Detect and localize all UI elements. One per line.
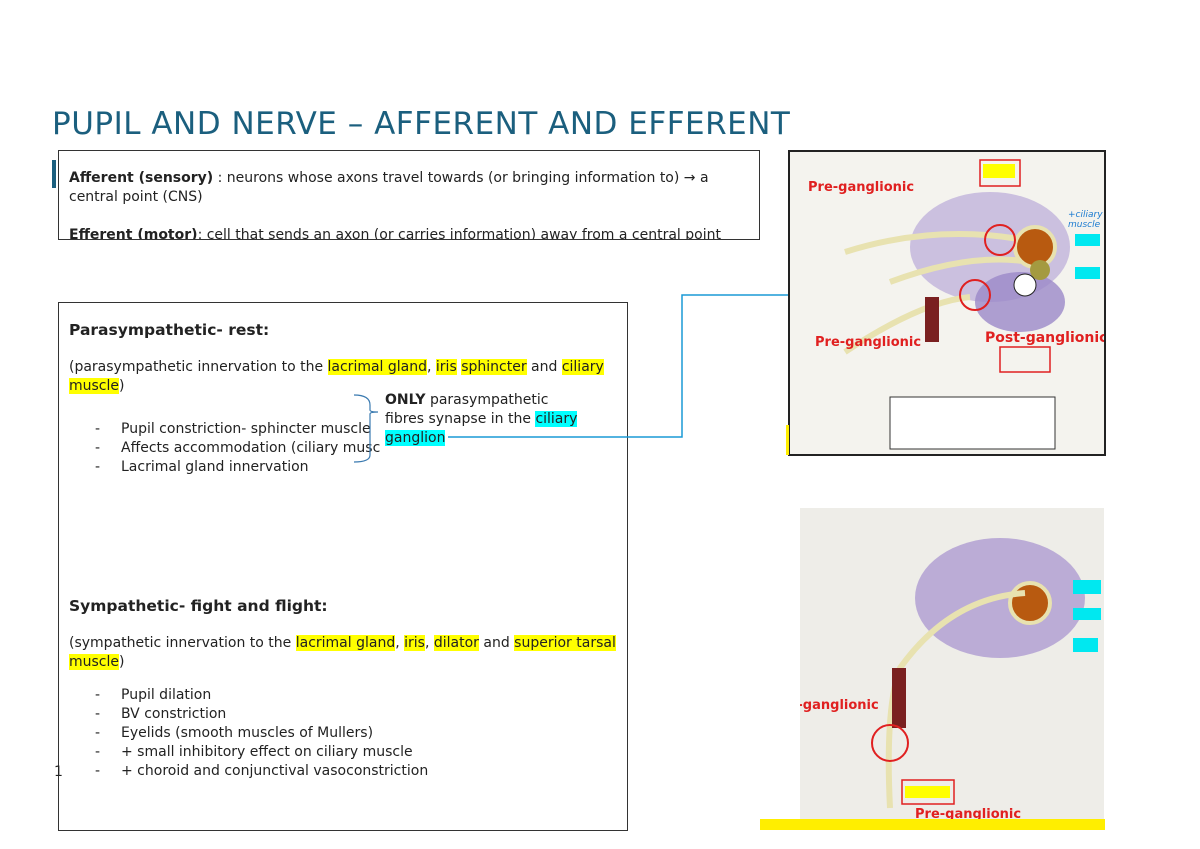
efferent-term: Efferent (motor)	[69, 227, 198, 240]
highlight: dilator	[433, 635, 479, 651]
text: )	[119, 378, 125, 394]
figure-label: Pre-ganglionic	[808, 180, 915, 195]
list-item: Pupil dilation	[69, 686, 617, 705]
list-item: Pupil constriction- sphincter muscle	[69, 420, 617, 439]
highlight: sphincter	[461, 359, 527, 375]
list-item: + small inhibitory effect on ciliary mus…	[69, 743, 617, 762]
sympathetic-pathway-figure: Post-ganglionic Pre-ganglionic	[800, 508, 1104, 830]
note-text: parasympathetic fibres synapse in the	[385, 392, 549, 427]
list-item: Eyelids (smooth muscles of Mullers)	[69, 724, 617, 743]
highlight-strip	[786, 425, 789, 455]
definitions-textbox: Afferent (sensory) : neurons whose axons…	[58, 150, 760, 240]
title-accent-bar	[52, 160, 56, 188]
figure-drawing	[871, 538, 1101, 809]
text: )	[119, 654, 125, 670]
efferent-text: : cell that sends an axon (or carries in…	[197, 227, 721, 240]
ciliary-ganglion-note: ONLY parasympathetic fibres synapse in t…	[385, 391, 585, 448]
brace	[353, 394, 379, 463]
page-title: PUPIL AND NERVE – AFFERENT AND EFFERENT	[52, 106, 791, 142]
sympathetic-heading: Sympathetic- fight and flight:	[69, 597, 328, 615]
list-item: Lacrimal gland innervation	[69, 458, 617, 477]
handwritten-note: +ciliary muscle	[1068, 210, 1103, 230]
parasympathetic-list: Pupil constriction- sphincter muscle Aff…	[69, 420, 617, 477]
text: and	[478, 635, 515, 651]
list-item: BV constriction	[69, 705, 617, 724]
parasympathetic-intro: (parasympathetic innervation to the lacr…	[69, 358, 617, 396]
autonomic-textbox: Parasympathetic- rest: (parasympathetic …	[58, 302, 628, 831]
highlight: iris	[404, 635, 425, 651]
highlight: lacrimal gland	[327, 359, 427, 375]
afferent-text: : neurons whose axons travel towards (or…	[69, 170, 709, 205]
sympathetic-intro: (sympathetic innervation to the lacrimal…	[69, 634, 617, 672]
page-number: 1	[54, 764, 63, 780]
figure-label: Pre-ganglionic	[915, 807, 1022, 822]
text: ,	[427, 359, 436, 375]
figure-label: Post-ganglionic	[985, 330, 1106, 346]
figure-label: Post-ganglionic	[800, 698, 879, 713]
list-item: + choroid and conjunctival vasoconstrict…	[69, 762, 617, 781]
note-bold: ONLY	[385, 392, 426, 408]
sympathetic-list: Pupil dilation BV constriction Eyelids (…	[69, 686, 617, 781]
afferent-definition: Afferent (sensory) : neurons whose axons…	[69, 169, 749, 207]
text: ,	[424, 635, 434, 651]
text: and	[526, 359, 562, 375]
text: (sympathetic innervation to the	[69, 635, 296, 651]
parasympathetic-heading: Parasympathetic- rest:	[69, 321, 270, 339]
text: ,	[395, 635, 405, 651]
figure-label: Pre-ganglionic	[815, 335, 922, 350]
text: (parasympathetic innervation to the	[69, 359, 328, 375]
parasympathetic-pathway-figure: Pre-ganglionic Post-ganglionic Pre-gangl…	[788, 150, 1106, 456]
list-item: Affects accommodation (ciliary musc	[69, 439, 617, 458]
highlight-strip	[760, 819, 1105, 830]
highlight: lacrimal gland	[295, 635, 396, 651]
highlight: iris	[435, 359, 457, 375]
afferent-term: Afferent (sensory)	[69, 170, 214, 186]
figure-drawing	[843, 159, 1100, 450]
efferent-definition: Efferent (motor): cell that sends an axo…	[69, 226, 749, 240]
